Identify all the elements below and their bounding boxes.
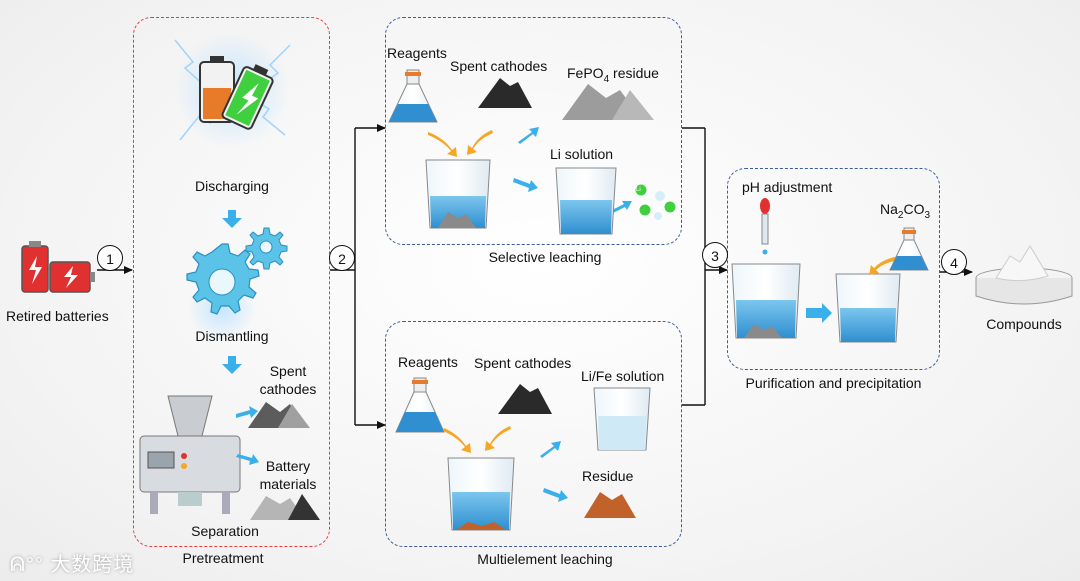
purification-box (727, 168, 940, 370)
discharging-label: Discharging (195, 178, 269, 194)
selective-flask-icon (388, 69, 438, 123)
multielement-leaching-title: Multielement leaching (477, 551, 613, 567)
fepo4-residue-pile (562, 84, 654, 120)
selective-cathode-powder (478, 78, 532, 108)
li-fe-solution-beaker (593, 387, 651, 451)
li-fe-solution-label: Li/Fe solution (581, 368, 665, 384)
pretreatment-title: Pretreatment (182, 550, 264, 566)
multi-flask-icon (395, 377, 445, 433)
li-solution-label: Li solution (550, 146, 614, 162)
selective-leaching-box (385, 17, 682, 245)
separator-machine-icon (139, 395, 241, 514)
li-ion-icons (634, 183, 677, 220)
pretreatment-powder-piles (248, 402, 320, 520)
fepo4-residue-label: FePO4 residue (567, 65, 659, 85)
selective-orange-arrows (428, 130, 493, 157)
pretreatment-box (133, 17, 330, 547)
residue-pile (584, 492, 636, 518)
multi-reagents-label: Reagents (398, 354, 458, 370)
separator-side-arrows (236, 406, 259, 465)
step-1-badge: 1 (97, 245, 123, 271)
battery-materials-label: Battery materials (259, 458, 317, 492)
compounds-label: Compounds (986, 316, 1062, 332)
residue-label: Residue (582, 468, 634, 484)
retired-batteries-icon (21, 241, 95, 293)
watermark: ᕱ°° 大数跨境 (10, 548, 134, 577)
ph-adjustment-label: pH adjustment (742, 179, 833, 195)
selective-reagents-label: Reagents (387, 45, 447, 61)
separation-label: Separation (191, 523, 259, 539)
watermark-text: 大数跨境 (50, 554, 135, 576)
multielement-leaching-box (385, 321, 682, 547)
selective-leaching-title: Selective leaching (488, 249, 602, 265)
li-solution-beaker (555, 167, 617, 235)
pretreatment-down-arrows (222, 210, 242, 374)
na2co3-orange-arrow (869, 256, 900, 275)
selective-spent-cathodes-label: Spent cathodes (450, 58, 548, 74)
multi-leaching-beaker (447, 457, 515, 531)
selective-leaching-beaker (425, 159, 491, 229)
retired-batteries-label: Retired batteries (6, 308, 109, 324)
pretreatment-spent-cathodes-label: Spent cathodes (259, 363, 317, 397)
multi-blue-arrows (540, 441, 568, 502)
multi-spent-cathodes-label: Spent cathodes (474, 355, 572, 371)
flow-connectors (97, 124, 973, 429)
purification-beaker-1 (731, 263, 801, 339)
selective-blue-arrows (513, 127, 632, 213)
purification-title: Purification and precipitation (745, 375, 922, 391)
dropper-icon (760, 198, 770, 255)
discharging-icon (174, 32, 291, 148)
dismantling-gears-icon (186, 227, 288, 342)
na2co3-label: Na2CO3 (880, 201, 931, 221)
step-3-badge: 3 (702, 242, 728, 268)
compounds-dish-icon (975, 245, 1073, 305)
watermark-logo-icon: ᕱ°° (10, 554, 51, 576)
dismantling-label: Dismantling (195, 328, 269, 344)
na2co3-flask-icon (889, 227, 929, 271)
step-2-badge: 2 (329, 245, 355, 271)
purification-blue-arrow (806, 303, 832, 323)
multi-orange-arrows (443, 426, 511, 453)
multi-cathode-powder (498, 384, 552, 414)
purification-beaker-2 (835, 273, 901, 343)
li-ion-badge: Li (636, 187, 641, 193)
step-4-badge: 4 (941, 249, 967, 275)
